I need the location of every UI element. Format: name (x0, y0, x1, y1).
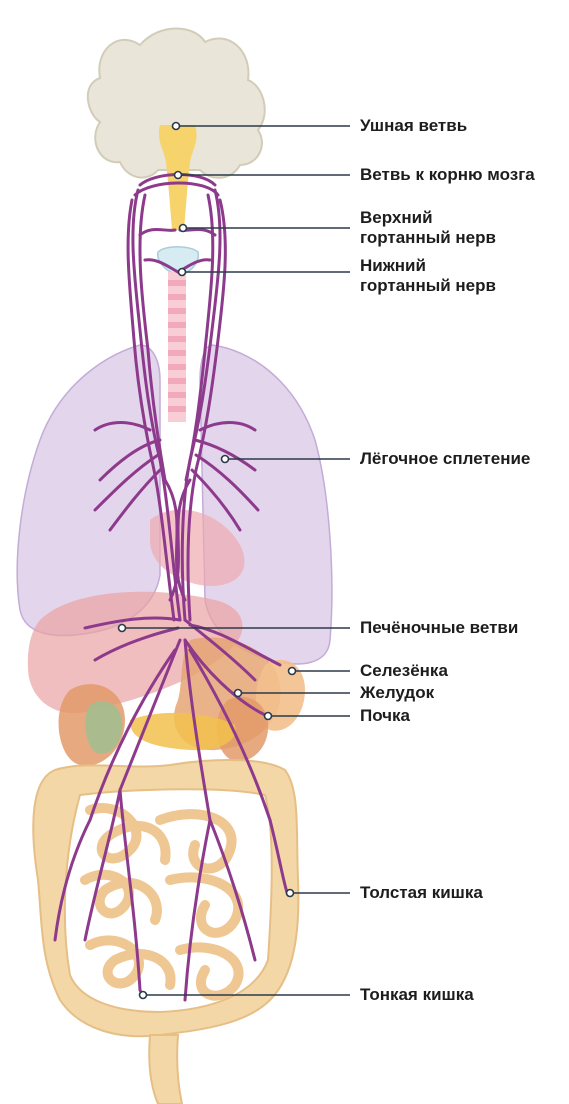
larynx (158, 247, 199, 274)
label-stomach: Желудок (360, 683, 434, 703)
label-superior-laryngeal-line2: гортанный нерв (360, 228, 496, 248)
label-kidney: Почка (360, 706, 410, 726)
trachea (168, 272, 186, 422)
label-superior-laryngeal: Верхний гортанный нерв (360, 208, 496, 248)
label-colon: Толстая кишка (360, 883, 483, 903)
label-superior-laryngeal-line1: Верхний (360, 208, 496, 228)
label-auricular-branch: Ушная ветвь (360, 116, 467, 136)
label-hepatic-branches: Печёночные ветви (360, 618, 518, 638)
label-inferior-laryngeal-line1: Нижний (360, 256, 496, 276)
label-brain-root-branch: Ветвь к корню мозга (360, 165, 535, 185)
rectum (149, 1035, 182, 1104)
label-inferior-laryngeal-line2: гортанный нерв (360, 276, 496, 296)
label-small-intestine: Тонкая кишка (360, 985, 474, 1005)
label-inferior-laryngeal: Нижний гортанный нерв (360, 256, 496, 296)
label-pulmonary-plexus: Лёгочное сплетение (360, 449, 530, 469)
label-spleen: Селезёнка (360, 661, 448, 681)
